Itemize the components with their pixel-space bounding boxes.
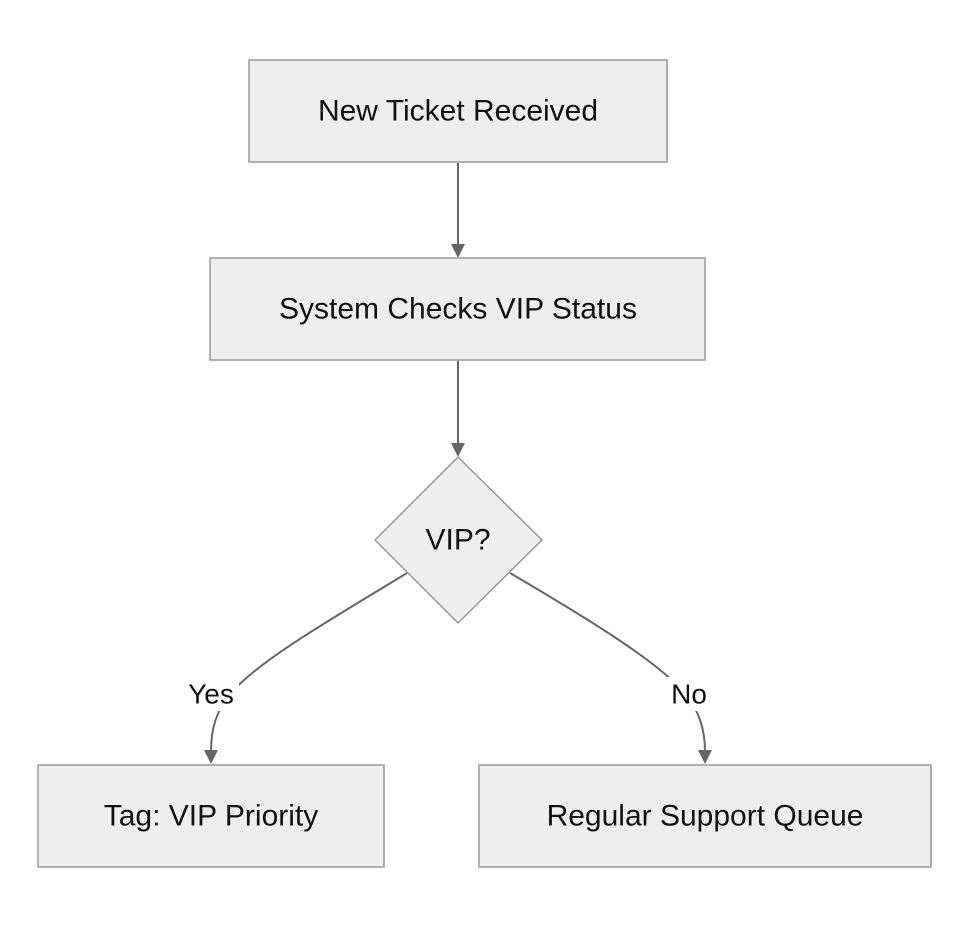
edge-decision-to-regular-queue: No — [509, 572, 713, 764]
arrowhead-icon — [451, 244, 465, 258]
node-new-ticket-received: New Ticket Received — [248, 59, 668, 163]
node-system-checks-vip-status: System Checks VIP Status — [209, 257, 706, 361]
edge-label-background — [665, 677, 713, 711]
edge-label-background — [183, 677, 239, 711]
arrowhead-icon — [698, 750, 712, 764]
node-label: New Ticket Received — [318, 95, 598, 128]
arrowhead-icon — [204, 750, 218, 764]
node-vip-decision: VIP? — [373, 455, 544, 625]
node-label: Regular Support Queue — [547, 800, 864, 833]
edge-label-no: No — [671, 679, 707, 710]
node-label: VIP? — [425, 524, 490, 557]
node-label: Tag: VIP Priority — [104, 800, 319, 833]
node-label: System Checks VIP Status — [279, 293, 637, 326]
edge-decision-to-tag-vip: Yes — [183, 572, 408, 764]
arrowhead-icon — [451, 443, 465, 457]
edge-label-yes: Yes — [188, 679, 234, 710]
edge-new-ticket-to-check-vip — [451, 163, 465, 258]
node-tag-vip-priority: Tag: VIP Priority — [37, 764, 385, 868]
node-regular-support-queue: Regular Support Queue — [478, 764, 932, 868]
edge-check-vip-to-decision — [451, 361, 465, 457]
